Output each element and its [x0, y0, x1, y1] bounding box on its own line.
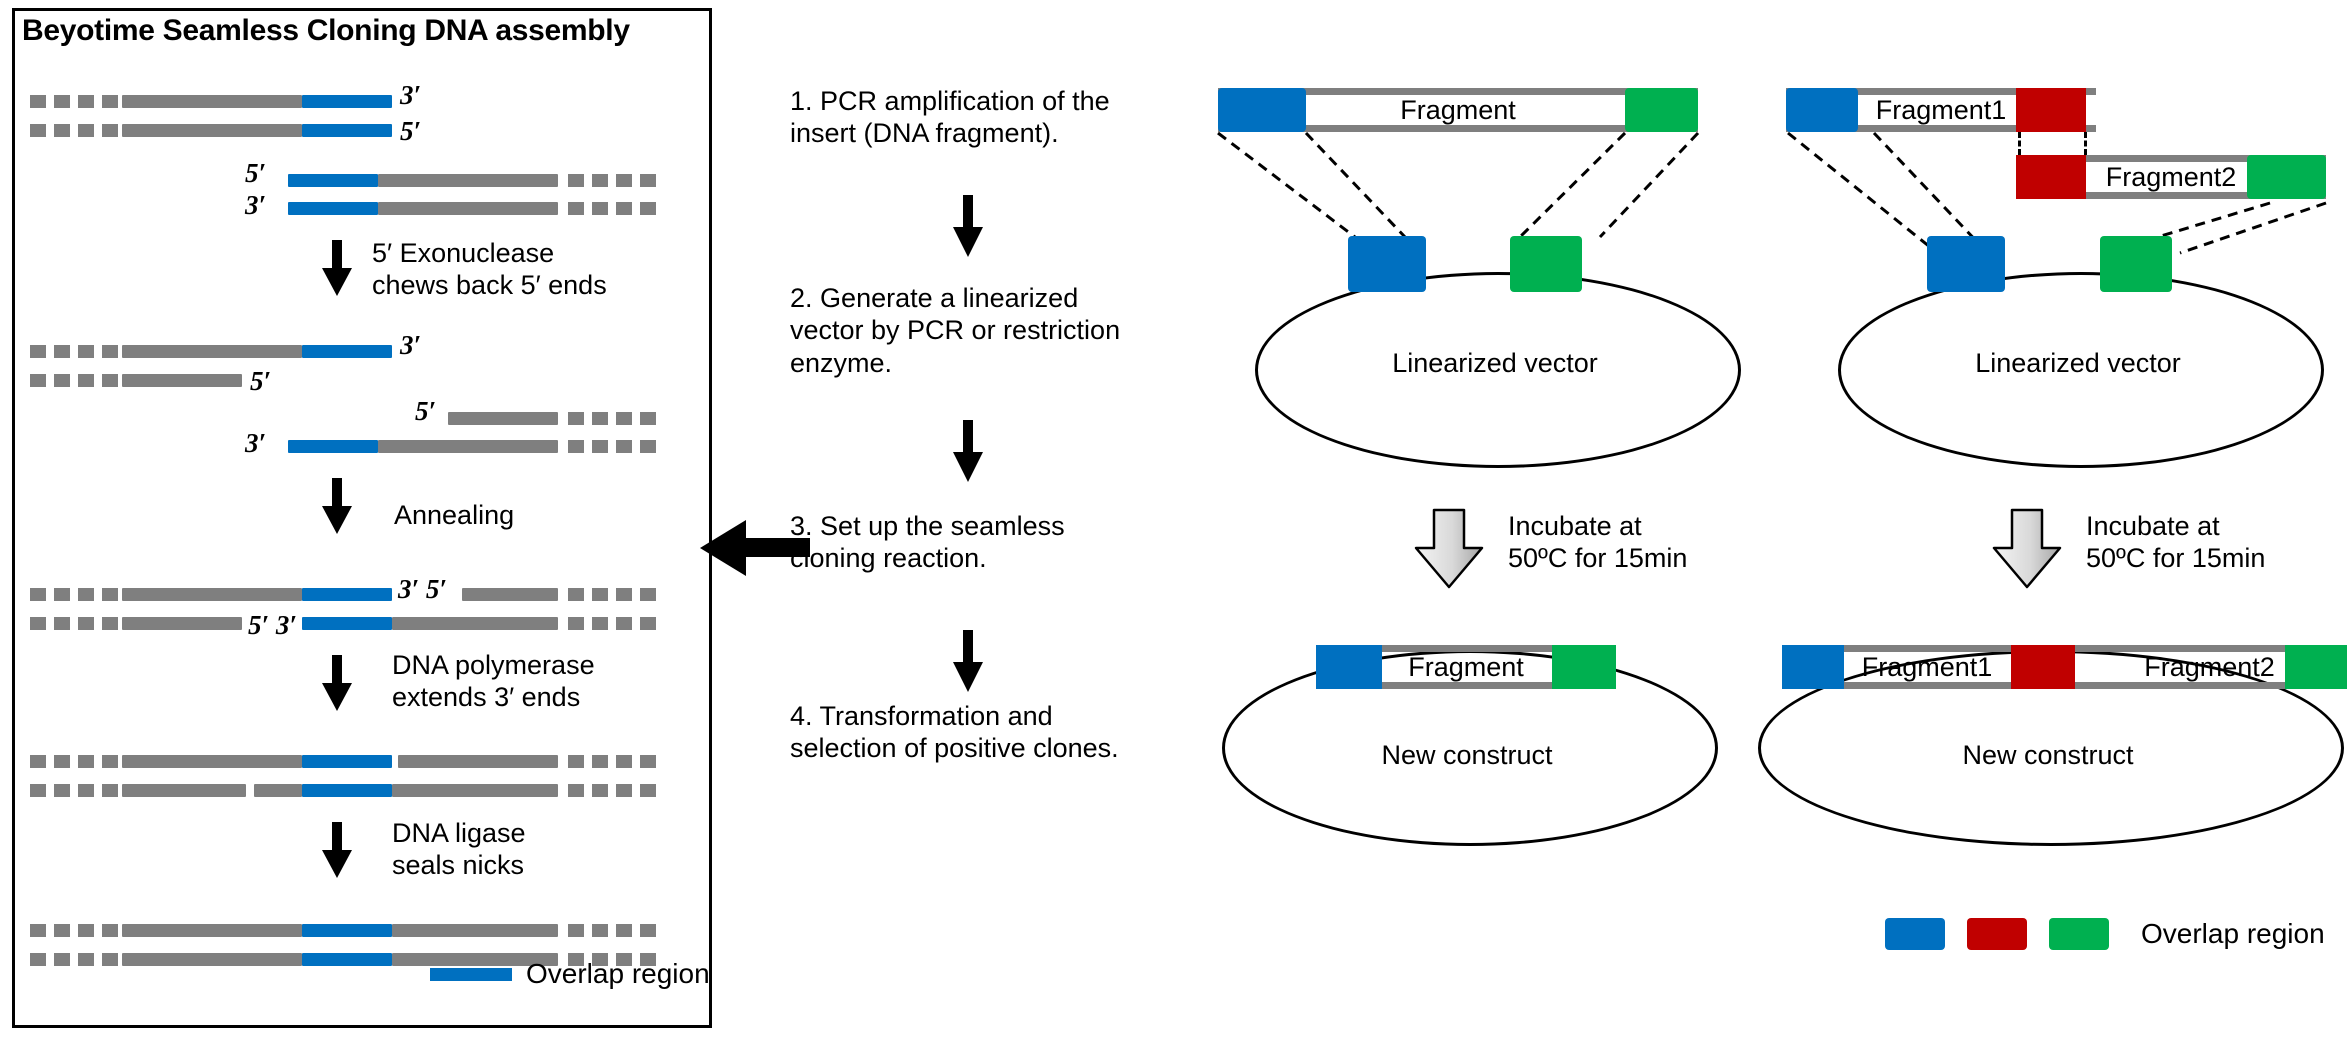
incubate-arrow-two	[1990, 508, 2064, 590]
construct-rail-bottom	[1316, 682, 1616, 689]
prime-label: 5′	[415, 396, 437, 426]
dashed-connectors-two	[1787, 131, 2327, 255]
left-panel-legend: Overlap region	[430, 958, 710, 990]
overlap-block-blue-fragment1	[1786, 88, 1858, 132]
prime-label: 3′ 5′	[398, 574, 447, 604]
step-arrow-ligase	[322, 822, 352, 878]
step-arrow-polymerase	[322, 655, 352, 711]
construct-fragment2-label: Fragment2	[2144, 651, 2275, 682]
prime-label: 5′ 3′	[248, 610, 297, 640]
construct-f2-rail-bottom	[2072, 682, 2347, 689]
workflow-step-1-text: PCR amplification of the insert (DNA fra…	[790, 86, 1110, 149]
step-label-ligase: DNA ligase seals nicks	[392, 818, 526, 880]
construct-fragment-label: Fragment	[1408, 651, 1524, 682]
overlap-block-green-fragment2	[2247, 155, 2326, 199]
page-title: Beyotime Seamless Cloning DNA assembly	[22, 14, 630, 47]
fragment-bar-single: Fragment	[1218, 88, 1698, 132]
incubate-label-two: Incubate at 50ºC for 15min	[2086, 511, 2266, 574]
workflow-step-2-number: 2.	[790, 283, 813, 313]
construct-f1-rail-top	[1782, 645, 2072, 652]
fragment1-rail-top	[1786, 88, 2096, 95]
fragment2-rail-top	[2016, 155, 2326, 162]
workflow-step-2: 2. Generate a linearized vector by PCR o…	[790, 282, 1150, 379]
step-label-polymerase: DNA polymerase extends 3′ ends	[392, 650, 595, 712]
prime-label: 3′	[400, 80, 422, 110]
workflow-step-3-text: Set up the seamless cloning reaction.	[790, 511, 1065, 574]
prime-label: 3′	[245, 428, 267, 458]
fragment-rail-bottom	[1218, 125, 1698, 132]
workflow-step-3-number: 3.	[790, 511, 813, 541]
fragment1-rail-bottom	[1786, 125, 2096, 132]
workflow-step-4: 4. Transformation and selection of posit…	[790, 700, 1150, 765]
fragment2-rail-bottom	[2016, 192, 2326, 199]
prime-label: 5′	[245, 158, 267, 188]
step-arrow-exonuclease	[322, 240, 352, 296]
overlap-block-blue-fragment	[1218, 88, 1306, 132]
legend-swatch-blue	[1885, 918, 1945, 950]
vector-overlap-blue-single	[1348, 236, 1426, 292]
construct-overlap-blue-two	[1782, 645, 1844, 689]
workflow-step-1-number: 1.	[790, 86, 813, 116]
linearized-vector-ellipse-two	[1838, 272, 2324, 468]
construct-overlap-green-two	[2285, 645, 2347, 689]
fragment2-bar: Fragment2	[2016, 155, 2326, 199]
step-arrow-annealing	[322, 478, 352, 534]
construct-f2-rail-top	[2072, 645, 2347, 652]
new-construct-label-single: New construct	[1381, 740, 1553, 770]
flow-arrow-left	[700, 520, 810, 576]
dashed-connectors-single	[1217, 131, 1700, 239]
overlap-dash-right	[2084, 132, 2087, 155]
fragment-label: Fragment	[1400, 94, 1516, 125]
workflow-step-2-text: Generate a linearized vector by PCR or r…	[790, 283, 1121, 378]
construct-fragment2-bar: Fragment2	[2072, 645, 2347, 689]
construct-fragment1-label: Fragment1	[1861, 651, 1993, 682]
new-construct-label-two: New construct	[1962, 740, 2134, 770]
linearized-vector-ellipse-single	[1255, 272, 1741, 468]
construct-fragment1-bar: Fragment1	[1782, 645, 2072, 689]
vector-overlap-green-single	[1510, 236, 1582, 292]
construct-overlap-red-two	[2011, 645, 2075, 689]
construct-f1-rail-bottom	[1782, 682, 2072, 689]
fragment1-bar: Fragment1	[1786, 88, 2096, 132]
vector-overlap-green-two	[2100, 236, 2172, 292]
prime-label: 3′	[400, 330, 422, 360]
overlap-block-red-fragment1	[2016, 88, 2086, 132]
workflow-step-4-number: 4.	[790, 701, 813, 731]
legend-label: Overlap region	[526, 958, 710, 989]
fragment1-label: Fragment1	[1875, 94, 2007, 125]
prime-label: 3′	[245, 190, 267, 220]
step-label-annealing: Annealing	[394, 500, 515, 530]
construct-fragment-bar-single: Fragment	[1316, 645, 1616, 689]
incubate-arrow-single	[1412, 508, 1486, 590]
vector-overlap-blue-two	[1927, 236, 2005, 292]
overlap-block-red-fragment2	[2016, 155, 2086, 199]
prime-label: 5′	[400, 116, 422, 146]
overlap-dash-left	[2018, 132, 2021, 155]
linearized-vector-label-single: Linearized vector	[1392, 348, 1598, 378]
fragment-rail-top	[1218, 88, 1698, 95]
right-legend-label: Overlap region	[2141, 918, 2325, 949]
legend-swatch-green	[2049, 918, 2109, 950]
linearized-vector-label-two: Linearized vector	[1975, 348, 2181, 378]
legend-swatch-red	[1967, 918, 2027, 950]
step-label-exonuclease: 5′ Exonuclease chews back 5′ ends	[372, 238, 607, 300]
workflow-arrow-1	[953, 195, 983, 257]
workflow-step-3: 3. Set up the seamless cloning reaction.	[790, 510, 1150, 575]
right-legend: Overlap region	[1885, 918, 2325, 950]
workflow-arrow-3	[953, 630, 983, 692]
seamless-cloning-panel	[12, 8, 712, 1028]
construct-overlap-blue-single	[1316, 645, 1382, 689]
overlap-block-green-fragment	[1625, 88, 1698, 132]
workflow-step-4-text: Transformation and selection of positive…	[790, 701, 1119, 764]
incubate-label-single: Incubate at 50ºC for 15min	[1508, 511, 1688, 574]
prime-label: 5′	[250, 366, 272, 396]
construct-rail-top	[1316, 645, 1616, 652]
workflow-step-1: 1. PCR amplification of the insert (DNA …	[790, 85, 1150, 150]
workflow-arrow-2	[953, 420, 983, 482]
overlap-swatch-blue	[430, 967, 512, 981]
construct-overlap-green-single	[1552, 645, 1616, 689]
fragment2-label: Fragment2	[2105, 161, 2237, 192]
